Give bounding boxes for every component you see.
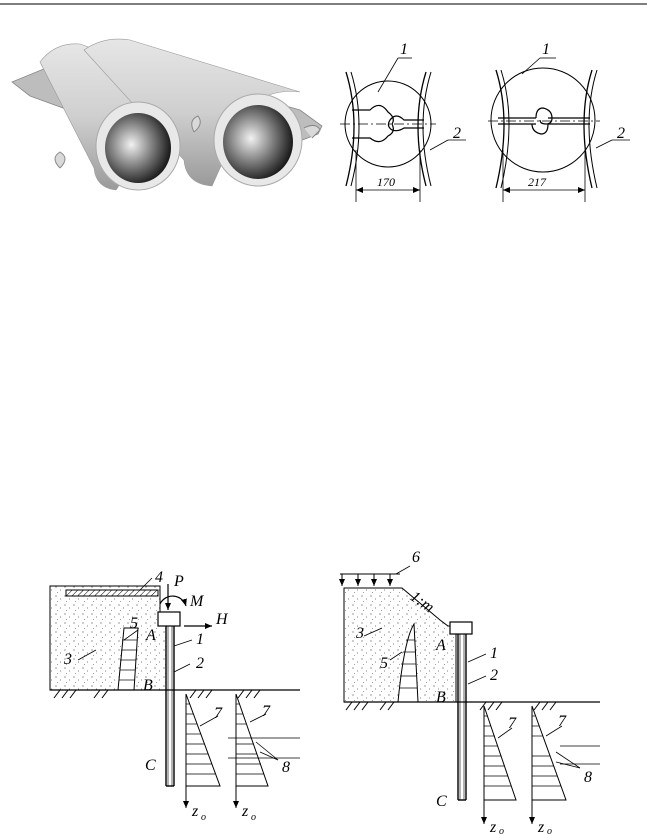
right-axis-z1-sub: o <box>499 826 504 835</box>
joint-right-label-2: 2 <box>617 125 625 142</box>
right-label-8: 8 <box>584 769 592 786</box>
left-label-7b: 7 <box>262 703 271 720</box>
wall-scheme-right <box>339 565 600 824</box>
left-point-B: B <box>143 677 153 694</box>
right-label-1: 1 <box>490 645 498 662</box>
right-label-3: 3 <box>355 625 364 642</box>
joint-right-width: 217 <box>528 175 547 189</box>
left-axis-z1-sub: o <box>201 812 206 823</box>
left-label-8: 8 <box>282 759 290 776</box>
left-point-C: C <box>145 757 156 774</box>
right-point-C: C <box>436 793 447 810</box>
right-axis-z2-sub: o <box>547 826 552 835</box>
right-point-B: B <box>436 689 446 706</box>
left-label-5: 5 <box>130 615 138 632</box>
left-axis-z2-sub: o <box>251 812 256 823</box>
left-axis-z2: z <box>241 803 249 820</box>
right-label-2: 2 <box>490 667 498 684</box>
joint-left-label-2: 2 <box>453 125 461 142</box>
left-moment-M: M <box>189 593 205 610</box>
right-label-7a: 7 <box>508 715 517 732</box>
joint-section-left <box>340 57 466 202</box>
joint-section-right <box>488 57 630 202</box>
right-axis-z1: z <box>489 819 497 835</box>
right-axis-z2: z <box>537 819 545 835</box>
left-label-4: 4 <box>155 569 163 586</box>
right-label-5: 5 <box>380 655 388 672</box>
wall-scheme-left <box>49 577 300 808</box>
joint-left-label-1: 1 <box>400 41 408 58</box>
left-label-3: 3 <box>63 651 72 668</box>
left-label-7a: 7 <box>214 705 223 722</box>
left-axis-z1: z <box>191 803 199 820</box>
joint-left-width: 170 <box>377 175 395 189</box>
left-force-H: H <box>215 611 229 628</box>
left-label-1: 1 <box>196 631 204 648</box>
tube-profile-illustration <box>11 38 323 191</box>
right-label-7b: 7 <box>558 713 567 730</box>
right-label-6: 6 <box>412 549 420 566</box>
right-point-A: A <box>435 637 446 654</box>
joint-right-label-1: 1 <box>542 41 550 58</box>
left-load-P: P <box>173 573 184 590</box>
left-label-2: 2 <box>196 655 204 672</box>
left-point-A: A <box>145 627 156 644</box>
